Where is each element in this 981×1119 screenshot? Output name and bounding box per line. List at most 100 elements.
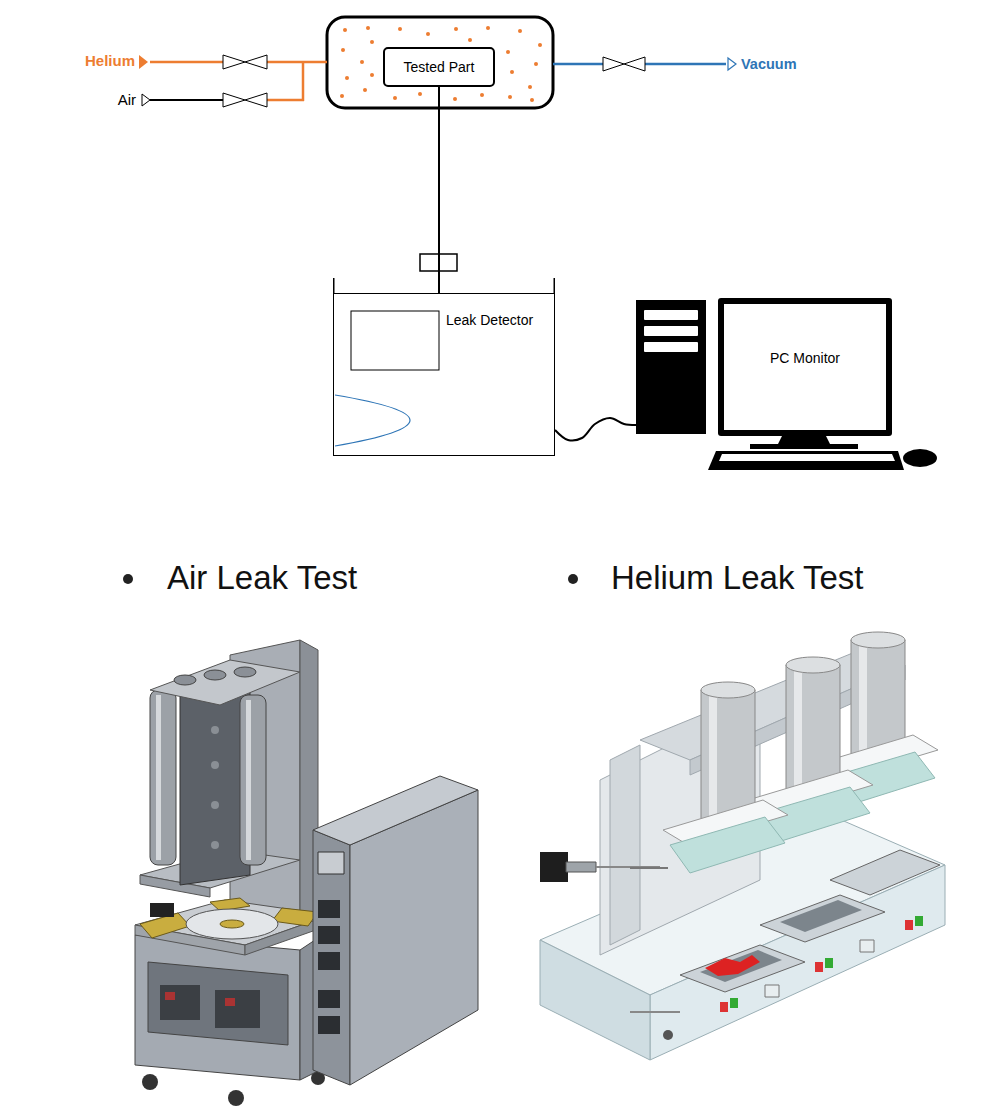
drawing-part [148,962,288,1045]
drawing-part [228,1090,244,1106]
drawing-part [370,40,374,44]
helium-pipe [267,99,304,102]
drawing-part [670,817,785,873]
drawing-part [508,95,512,99]
drawing-part [644,326,698,336]
drawing-part [719,454,895,461]
drawing-part [530,98,534,102]
detector-display [351,311,439,370]
drawing-part [150,660,300,705]
drawing-part [724,304,886,430]
drawing-part [150,690,176,865]
drawing-part [211,801,219,809]
helium-inlet-arrow [139,55,148,69]
drawing-part [211,761,219,769]
drawing-part [680,945,805,992]
drawing-part [538,43,542,47]
drawing-part [730,998,738,1008]
helium-pipe [150,61,223,64]
valve-symbol [223,55,267,69]
drawing-part [454,27,458,31]
valve-symbol [603,57,645,71]
output-label: Vacuum [741,56,797,73]
drawing-part [540,852,568,882]
drawing-part [345,76,349,80]
drawing-part [780,900,862,932]
drawing-part [174,675,196,685]
drawing-part [644,342,698,352]
drawing-part [225,998,235,1006]
drawing-part [204,670,226,680]
drawing-part [223,93,245,107]
connector-line [438,87,440,293]
drawing-part [534,62,538,66]
air-inlet-arrow [142,94,150,106]
drawing-part [135,935,300,1080]
helium-pipe [267,61,327,64]
drawing-part [720,1002,728,1012]
drawing-part [156,695,161,860]
section-heading: Air Leak Test [167,558,357,598]
drawing-part [272,908,318,926]
device-box: Leak Detector [333,293,555,456]
drawing-part [318,990,340,1008]
drawing-part [860,940,874,952]
air-leak-machine [135,640,478,1106]
drawing-part [794,670,802,795]
drawing-part [700,950,782,982]
drawing-part [566,862,596,872]
drawing-part [830,850,940,895]
computer-node: PC Monitor [636,298,940,470]
drawing-part [468,38,472,42]
drawing-part [851,632,905,648]
drawing-part [393,96,397,100]
drawing-part [150,903,174,917]
drawing-part [718,298,892,436]
drawing-part [245,55,267,69]
input-label: Air [118,91,136,109]
connector-line [555,418,636,440]
bullet [568,574,578,584]
input-label: Helium [85,52,135,70]
drawing-part [186,909,278,939]
drawing-part [240,695,266,865]
drawing-part [709,695,717,825]
drawing-part [540,940,650,1060]
drawing-part [705,955,760,976]
vacuum-pipe [645,63,726,66]
drawing-part [630,867,668,869]
drawing-part [518,29,522,33]
drawing-part [903,449,937,467]
drawing-part [211,841,219,849]
drawing-part [426,32,430,36]
drawing-part [506,50,510,54]
vacuum-outlet-arrow [728,58,736,70]
drawing-part [234,667,256,677]
drawing-part [708,451,904,470]
drawing-part [905,920,913,930]
helium-pipe [302,62,305,101]
drawing-part [318,1016,340,1034]
air-pipe [150,99,223,101]
drawing-part [160,985,200,1020]
drawing-part [343,28,347,32]
drawing-part [341,48,345,52]
computer-illustration [636,298,940,470]
drawing-part [318,900,340,918]
drawing-part [663,1030,673,1040]
drawing-part [366,26,370,30]
drawing-part [915,916,923,926]
drawing-part [859,645,867,760]
vacuum-pipe [553,63,603,66]
node-text: Tested Part [404,59,475,76]
process-box: Tested Part [383,47,495,87]
drawing-part [211,726,219,734]
drawing-part [815,962,823,972]
drawing-part [701,682,755,698]
drawing-part [313,776,478,845]
drawing-part [398,27,402,31]
drawing-part [370,73,374,77]
detector-side [554,278,556,294]
drawing-part [624,57,645,71]
